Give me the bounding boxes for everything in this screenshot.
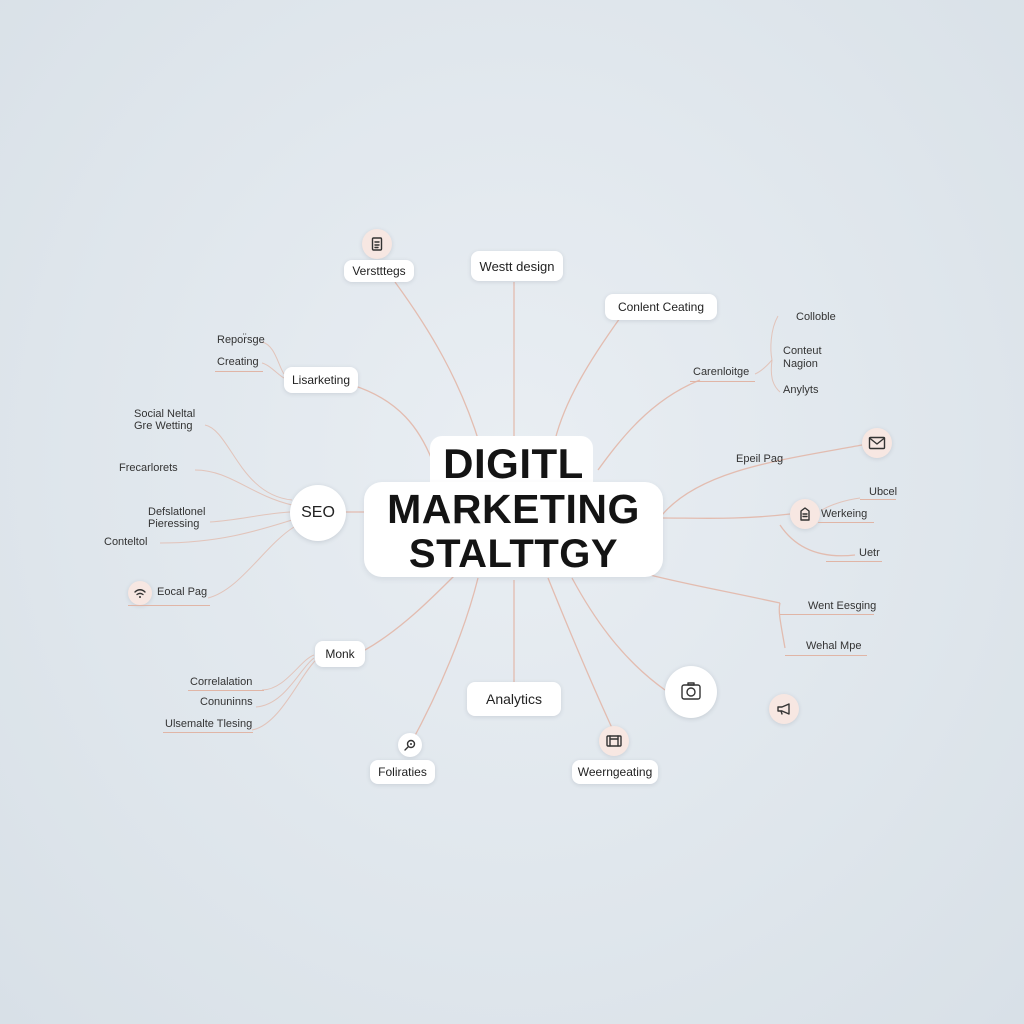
label-creating: Creating bbox=[217, 356, 259, 368]
link-defl bbox=[209, 511, 291, 523]
node-seo[interactable]: SEO bbox=[290, 485, 346, 541]
node-west-design[interactable]: Westt design bbox=[471, 251, 563, 281]
label-collible: Colloble bbox=[796, 311, 836, 323]
node-monk[interactable]: Monk bbox=[315, 641, 365, 667]
link-weemgeating bbox=[547, 577, 613, 729]
underline-uetr bbox=[826, 561, 882, 562]
link-went bbox=[649, 574, 781, 604]
link-foliraties bbox=[409, 577, 479, 746]
megaphone-icon[interactable] bbox=[769, 694, 799, 724]
center-title-line-3: STALTTGY bbox=[408, 532, 619, 576]
node-content-creating[interactable]: Conlent Ceating bbox=[605, 294, 717, 320]
underline-ubcel bbox=[860, 499, 896, 500]
label-ubcel: Ubcel bbox=[869, 486, 898, 498]
label-carenloitge: Carenloitge bbox=[693, 366, 750, 378]
link-collible bbox=[770, 315, 779, 361]
underline-creating bbox=[215, 371, 263, 372]
link-uetr bbox=[779, 524, 856, 557]
label-ecoal-pag: Eocal Pag bbox=[157, 586, 208, 598]
label-wehal-mpe: Wehal Mpe bbox=[806, 640, 862, 652]
mail-icon[interactable] bbox=[862, 428, 892, 458]
label-social-2: Gre Wetting bbox=[134, 420, 193, 432]
label-defl-2: Pieressing bbox=[148, 518, 200, 530]
link-monk bbox=[364, 574, 456, 651]
link-camera bbox=[571, 577, 666, 691]
label-uetr: Uetr bbox=[859, 547, 880, 559]
link-lisarketing bbox=[351, 384, 433, 461]
label-reporsge: Repor̈sge bbox=[217, 334, 265, 346]
link-werkeing bbox=[661, 513, 791, 519]
link-conteltol bbox=[159, 519, 293, 544]
link-creating bbox=[261, 362, 285, 379]
link-content-nagion bbox=[754, 359, 773, 375]
link-content-creating bbox=[554, 317, 621, 441]
underline-carenloitge bbox=[690, 381, 755, 382]
center-title-line-1: DIGITL bbox=[443, 440, 584, 487]
underline-ulsem bbox=[163, 732, 253, 733]
center-title-line-2: MARKETING bbox=[387, 486, 640, 532]
link-anylyts bbox=[770, 359, 781, 393]
label-content-2: Nagion bbox=[783, 358, 818, 370]
label-defl-1: Defslatlonel bbox=[148, 506, 206, 518]
wifi-icon[interactable] bbox=[128, 581, 152, 605]
document-icon[interactable] bbox=[362, 229, 392, 259]
label-ulsemate: Ulsemalte Tlesing bbox=[165, 718, 253, 730]
label-werkeing: Werkeing bbox=[821, 508, 868, 520]
link-ulsem bbox=[251, 659, 317, 731]
underline-werkeing bbox=[818, 522, 874, 523]
link-ubcel bbox=[821, 497, 861, 511]
node-weemgeating[interactable]: Weerngeating bbox=[572, 760, 658, 784]
folder-icon[interactable] bbox=[599, 726, 629, 756]
label-correlalation: Correlalation bbox=[190, 676, 253, 688]
label-conteltol: Conteltol bbox=[104, 536, 148, 548]
label-social-1: Social Neltal bbox=[134, 408, 196, 420]
link-verstttegs bbox=[394, 281, 481, 446]
label-precarlorets: Frecarlorets bbox=[119, 462, 178, 474]
list-icon[interactable] bbox=[790, 499, 820, 529]
link-ecoal bbox=[207, 526, 295, 599]
label-content-1: Conteut bbox=[783, 345, 822, 357]
link-mail bbox=[661, 444, 863, 516]
underline-went bbox=[780, 614, 874, 615]
node-verstttegs[interactable]: Verstttegs bbox=[344, 260, 414, 282]
label-epeil-pag: Epeil Pag bbox=[736, 453, 784, 465]
label-went-esging: Went Eesging bbox=[808, 600, 877, 612]
label-conuninns: Conuninns bbox=[200, 696, 253, 708]
underline-correl bbox=[188, 690, 264, 691]
node-lisarketing[interactable]: Lisarketing bbox=[284, 367, 358, 393]
camera-icon[interactable] bbox=[665, 666, 717, 718]
underline-ecoal bbox=[128, 605, 210, 606]
link-precarlorets bbox=[194, 469, 293, 506]
label-anylyts: Anylyts bbox=[783, 384, 819, 396]
compass-icon[interactable] bbox=[398, 733, 422, 757]
node-analytics[interactable]: Analytics bbox=[467, 682, 561, 716]
node-foliraties[interactable]: Foliraties bbox=[370, 760, 435, 784]
link-carenloitge bbox=[597, 379, 701, 471]
link-correl bbox=[261, 654, 315, 691]
center-card bbox=[364, 482, 663, 577]
link-social bbox=[204, 424, 293, 501]
underline-wehal bbox=[785, 655, 867, 656]
link-conun bbox=[255, 657, 315, 708]
link-wehal bbox=[778, 602, 786, 649]
link-reporsge bbox=[261, 341, 285, 375]
